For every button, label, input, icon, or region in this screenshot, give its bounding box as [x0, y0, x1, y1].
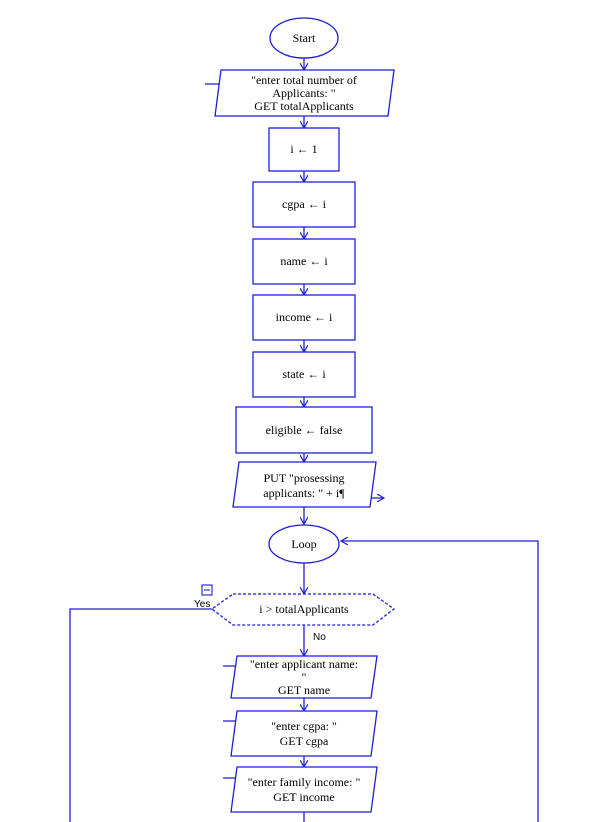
loop-node[interactable]: Loop [268, 524, 340, 564]
input-income-line-1: "enter family income: " [248, 775, 361, 789]
input-income-line-2: GET income [273, 790, 334, 804]
input-name-line-2: " [302, 670, 307, 684]
input-name[interactable]: "enter applicant name: " GET name [230, 655, 378, 699]
loop-back-line [341, 541, 539, 822]
input-name-line-1: "enter applicant name: [250, 657, 358, 671]
assign-name-box[interactable]: name ← i [252, 238, 356, 285]
assign-eligible-box[interactable]: eligible ← false [235, 406, 373, 454]
input-cgpa[interactable]: "enter cgpa: " GET cgpa [230, 710, 378, 757]
assign-i-label: i ← 1 [290, 142, 317, 156]
input-total-applicants[interactable]: "enter total number of Applicants: " GET… [214, 69, 395, 117]
assign-income-label: income ← i [276, 310, 333, 324]
input-cgpa-line-2: GET cgpa [280, 734, 329, 748]
assign-cgpa-box[interactable]: cgpa ← i [252, 181, 356, 228]
input-total-line-1: "enter total number of [251, 73, 357, 87]
decision-node[interactable]: i > totalApplicants [210, 593, 396, 626]
assign-name-label: name ← i [280, 254, 328, 268]
assign-eligible-label: eligible ← false [266, 423, 343, 437]
assign-i-box[interactable]: i ← 1 [268, 127, 340, 172]
yes-exit-line [69, 608, 220, 822]
assign-state-label: state ← i [282, 367, 326, 381]
start-label: Start [293, 31, 316, 45]
loop-label: Loop [291, 537, 316, 551]
decision-label: i > totalApplicants [259, 602, 349, 616]
output-processing-line-1: PUT "prosessing [263, 471, 344, 485]
output-processing-line-2: applicants: " + i¶ [263, 486, 345, 500]
output-processing[interactable]: PUT "prosessing applicants: " + i¶ [232, 461, 377, 508]
input-total-line-3: GET totalApplicants [254, 99, 354, 113]
collapse-toggle-icon[interactable] [201, 584, 213, 596]
input-income[interactable]: "enter family income: " GET income [230, 766, 378, 813]
assign-cgpa-label: cgpa ← i [282, 197, 327, 211]
no-label: No [313, 632, 326, 643]
input-total-line-2: Applicants: " [272, 86, 335, 100]
assign-state-box[interactable]: state ← i [252, 351, 356, 398]
assign-income-box[interactable]: income ← i [252, 294, 356, 341]
start-terminal[interactable]: Start [269, 17, 339, 59]
yes-label: Yes [194, 599, 210, 610]
input-name-line-3: GET name [278, 683, 330, 697]
input-cgpa-line-1: "enter cgpa: " [271, 719, 337, 733]
